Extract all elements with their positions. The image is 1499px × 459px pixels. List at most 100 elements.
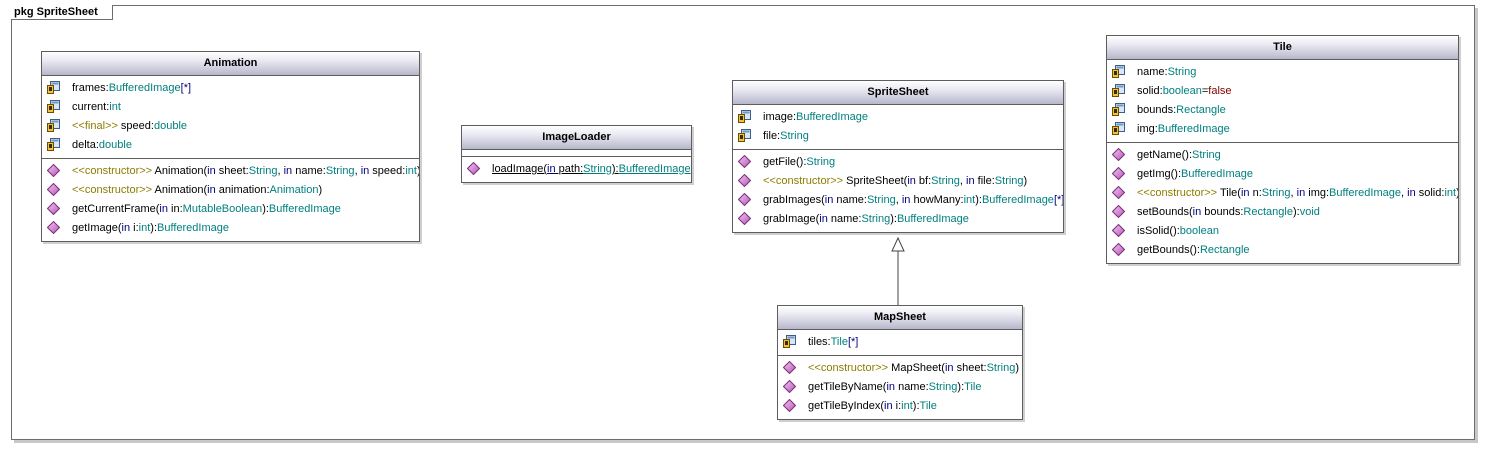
method-icon: [1112, 147, 1125, 161]
member-text-segment: in: [283, 165, 293, 177]
operation-row[interactable]: getCurrentFrame(in in:MutableBoolean):Bu…: [42, 200, 419, 219]
member-text-segment: String: [986, 362, 1016, 374]
operation-row[interactable]: getName():String: [1107, 146, 1458, 165]
attribute-row[interactable]: current:int: [42, 98, 419, 117]
method-icon: [47, 163, 60, 177]
member-text-segment: [*]: [1053, 194, 1063, 206]
field-icon: [783, 334, 796, 348]
operation-row[interactable]: getImage(in i:int):BufferedImage: [42, 219, 419, 238]
field-icon: [47, 118, 60, 132]
member-text-segment: img:: [1137, 123, 1158, 135]
member-text-segment: SpriteSheet(: [843, 175, 908, 187]
operation-row[interactable]: <<constructor>> MapSheet(in sheet:String…: [778, 359, 1022, 378]
attribute-row[interactable]: delta:double: [42, 136, 419, 155]
operation-row[interactable]: <<constructor>> Animation(in animation:A…: [42, 181, 419, 200]
class-name: Tile: [1107, 36, 1458, 60]
method-icon: [1112, 242, 1125, 256]
member-text-segment: in: [884, 400, 893, 412]
member-text-segment: in: [944, 362, 954, 374]
member-text-segment: isSolid():: [1137, 225, 1180, 237]
member-text-segment: Tile: [919, 400, 937, 412]
member-text-segment: ):: [890, 213, 897, 225]
attribute-row[interactable]: solid:boolean=false: [1107, 82, 1458, 101]
operations-compartment: getFile():String<<constructor>> SpriteSh…: [733, 150, 1063, 232]
operation-row[interactable]: grabImages(in name:String, in howMany:in…: [733, 191, 1063, 210]
member-text-segment: speed:: [117, 120, 154, 132]
member-text-segment: howMany:: [910, 194, 964, 206]
operation-row[interactable]: isSolid():boolean: [1107, 222, 1458, 241]
attribute-row[interactable]: file:String: [733, 127, 1063, 146]
member-text-segment: String: [931, 175, 960, 187]
member-text-segment: Tile(: [1217, 187, 1241, 199]
member-text-segment: Rectangle: [1176, 104, 1226, 116]
attribute-row[interactable]: <<final>> speed:double: [42, 117, 419, 136]
member-text-segment: boolean: [1179, 225, 1219, 237]
class-name: Animation: [42, 52, 419, 76]
operation-row[interactable]: getFile():String: [733, 153, 1063, 172]
operation-row[interactable]: <<constructor>> SpriteSheet(in bf:String…: [733, 172, 1063, 191]
member-text-segment: String: [1192, 149, 1221, 161]
class-mapsheet[interactable]: MapSheet tiles:Tile[*] <<constructor>> M…: [777, 305, 1023, 420]
member-text-segment: MapSheet(: [888, 362, 945, 374]
package-frame: pkg SpriteSheet Animation frames:Buffere…: [11, 5, 1475, 440]
member-text-segment: ):: [1292, 206, 1300, 218]
member-text-segment: current:: [72, 101, 110, 113]
member-text-segment: int: [901, 400, 913, 412]
operation-row[interactable]: getImg():BufferedImage: [1107, 165, 1458, 184]
operation-row[interactable]: setBounds(in bounds:Rectangle):void: [1107, 203, 1458, 222]
attribute-row[interactable]: bounds:Rectangle: [1107, 101, 1458, 120]
member-text-segment: in: [1296, 187, 1306, 199]
member-text-segment: Animation(: [152, 184, 208, 196]
member-text-segment: solid:: [1137, 85, 1163, 97]
member-text-segment: in: [121, 222, 131, 234]
member-text-segment: name:: [292, 165, 326, 177]
operation-row[interactable]: getBounds():Rectangle: [1107, 241, 1458, 260]
attribute-row[interactable]: image:BufferedImage: [733, 108, 1063, 127]
method-icon: [47, 220, 60, 234]
member-text-segment: in: [886, 381, 896, 393]
member-text-segment: int: [138, 222, 151, 234]
operation-row[interactable]: <<constructor>> Tile(in n:String, in img…: [1107, 184, 1458, 203]
method-icon: [738, 154, 751, 168]
member-text-segment: BufferedImage: [108, 82, 181, 94]
member-text-segment: String: [806, 156, 836, 168]
member-text-segment: in: [159, 203, 168, 215]
member-text-segment: frames:: [72, 82, 109, 94]
member-text-segment: ,: [895, 194, 902, 206]
operation-row[interactable]: grabImage(in name:String):BufferedImage: [733, 210, 1063, 229]
member-text-segment: String: [1167, 66, 1197, 78]
class-animation[interactable]: Animation frames:BufferedImage[*]current…: [41, 51, 420, 242]
operation-row[interactable]: <<constructor>> Animation(in sheet:Strin…: [42, 162, 419, 181]
method-icon: [1112, 204, 1125, 218]
operation-row[interactable]: loadImage(in path:String):BufferedImage: [462, 160, 691, 179]
generalization-edge: [891, 236, 905, 305]
member-text-segment: BufferedImage: [796, 111, 868, 123]
member-text-segment: ): [318, 184, 323, 196]
attribute-row[interactable]: frames:BufferedImage[*]: [42, 79, 419, 98]
operation-row[interactable]: getTileByName(in name:String):Tile: [778, 378, 1022, 397]
member-text-segment: grabImage(: [763, 213, 820, 225]
operations-compartment: <<constructor>> MapSheet(in sheet:String…: [778, 356, 1022, 419]
member-text-segment: <<constructor>>: [1137, 187, 1218, 199]
member-text-segment: path:: [555, 163, 584, 175]
member-text-segment: name:: [1137, 66, 1168, 78]
operation-row[interactable]: getTileByIndex(in i:int):Tile: [778, 397, 1022, 416]
member-text-segment: BufferedImage: [896, 213, 969, 225]
member-text-segment: in:: [167, 203, 183, 215]
member-text-segment: BufferedImage: [157, 222, 229, 234]
member-text-segment: sheet:: [215, 165, 249, 177]
attribute-row[interactable]: tiles:Tile[*]: [778, 333, 1022, 352]
class-imageloader[interactable]: ImageLoader loadImage(in path:String):Bu…: [461, 125, 692, 183]
operations-compartment: <<constructor>> Animation(in sheet:Strin…: [42, 159, 419, 241]
member-text-segment: ,: [1401, 187, 1408, 199]
package-label: pkg SpriteSheet: [11, 5, 113, 20]
member-text-segment: ,: [959, 175, 967, 187]
member-text-segment: ,: [354, 165, 361, 177]
member-text-segment: bf:: [915, 175, 932, 187]
attribute-row[interactable]: img:BufferedImage: [1107, 120, 1458, 139]
attributes-compartment: frames:BufferedImage[*]current:int<<fina…: [42, 76, 419, 159]
attribute-row[interactable]: name:String: [1107, 63, 1458, 82]
